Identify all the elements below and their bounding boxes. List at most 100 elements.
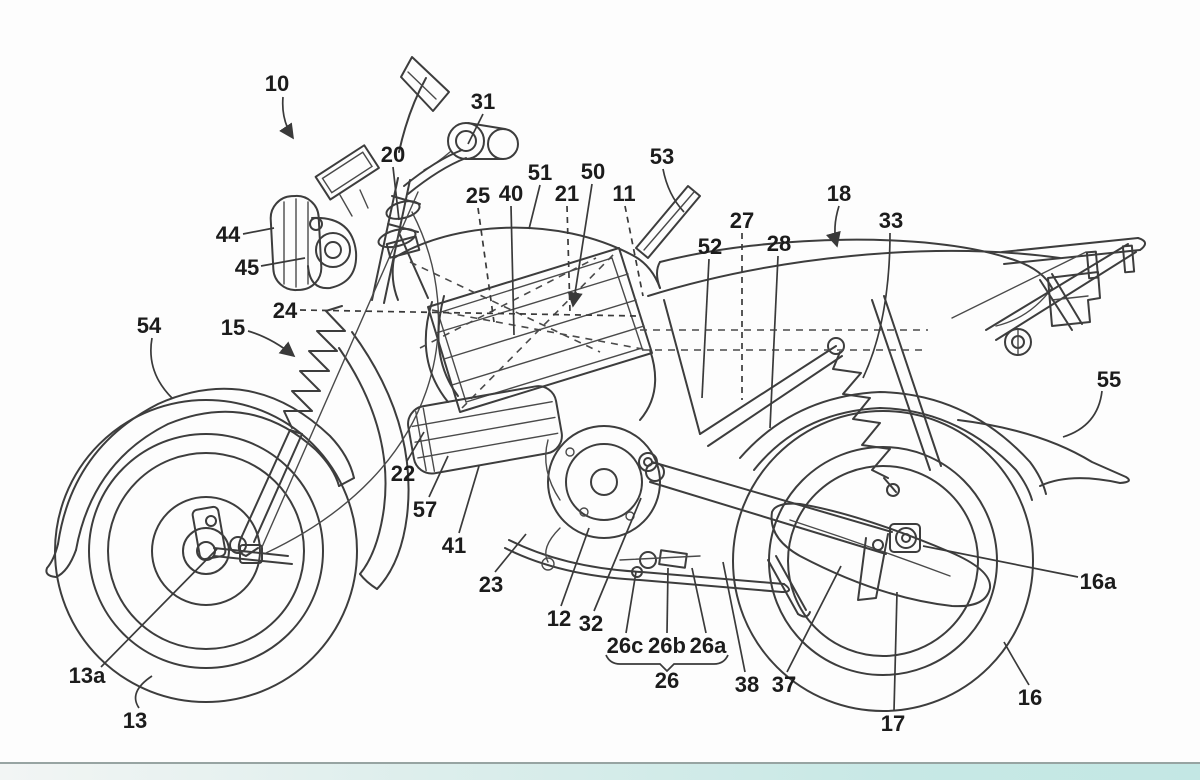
ref-label-26a: 26a [690, 633, 727, 658]
linkage-parts [619, 549, 701, 578]
front-fork [229, 177, 440, 557]
leader-line-32 [593, 497, 642, 612]
leader-line-44 [242, 227, 275, 235]
leader-line-52 [701, 258, 710, 399]
ref-label-16: 16 [1018, 685, 1042, 710]
leader-line-50 [567, 183, 593, 308]
front-wheel [54, 399, 358, 703]
ref-label-53: 53 [650, 144, 674, 169]
leader-line-16a [922, 545, 1079, 578]
leader-line-31 [467, 113, 484, 145]
leader-line-45 [260, 257, 306, 267]
leader-line-10 [279, 96, 294, 140]
instrument-cluster [314, 144, 380, 217]
leader-line-57 [428, 455, 449, 498]
leader-line-13a [100, 548, 218, 668]
ref-label-17: 17 [881, 711, 905, 736]
ref-label-10: 10 [265, 71, 289, 96]
brake-cable [265, 211, 440, 554]
ref-label-22: 22 [391, 461, 415, 486]
headlight-bracket [307, 216, 358, 290]
leader-line-25 [477, 207, 495, 323]
ref-label-11: 11 [612, 181, 635, 206]
ref-label-25: 25 [466, 183, 490, 208]
battery-box [424, 247, 657, 421]
leader-line-24 [299, 309, 639, 317]
leader-line-40 [510, 205, 515, 336]
leader-line-26c [625, 571, 637, 634]
leader-line-22 [406, 431, 425, 462]
rear-shock [827, 337, 900, 497]
ref-label-37: 37 [772, 672, 796, 697]
ref-label-33: 33 [879, 208, 903, 233]
subframe [399, 234, 942, 471]
ref-label-40: 40 [499, 181, 523, 206]
leader-line-51 [528, 184, 541, 230]
leader-line-15 [247, 330, 296, 358]
leader-line-21 [566, 205, 571, 313]
ref-label-18: 18 [827, 181, 851, 206]
leader-line-28 [769, 255, 779, 429]
ref-label-32: 32 [579, 611, 603, 636]
rear-fender [739, 391, 1130, 501]
front-lower-cowl [338, 331, 410, 590]
ref-label-20: 20 [381, 142, 405, 167]
ref-label-45: 45 [235, 255, 259, 280]
rear-mudflap [957, 419, 1130, 487]
leader-line-18 [825, 205, 841, 248]
bottom-bar [0, 762, 1200, 780]
taillight [1047, 271, 1101, 327]
tank-and-seat [391, 226, 1061, 327]
leader-line-55 [1062, 390, 1103, 438]
ref-label-52: 52 [698, 234, 722, 259]
ref-label-44: 44 [216, 222, 241, 247]
ref-label-41: 41 [442, 533, 466, 558]
leader-line-26b [666, 567, 669, 634]
chain-case [770, 502, 992, 608]
ref-label-57: 57 [413, 497, 437, 522]
front-fender [45, 387, 355, 578]
ref-label-26c: 26c [607, 633, 644, 658]
leader-lines-layer [100, 96, 1103, 712]
ref-label-13a: 13a [69, 663, 106, 688]
ref-label-26: 26 [655, 668, 679, 693]
front-brake-hub [191, 505, 293, 565]
ref-label-27: 27 [730, 208, 754, 233]
ref-label-21: 21 [555, 181, 579, 206]
brace-26 [605, 654, 729, 673]
engine-cover [545, 425, 661, 539]
fork-spring [283, 305, 346, 429]
leader-line-17 [893, 591, 898, 712]
ref-label-26b: 26b [648, 633, 686, 658]
leader-line-26a [691, 567, 707, 634]
shock-spring [832, 351, 891, 479]
ref-label-23: 23 [479, 572, 503, 597]
ref-label-24: 24 [273, 298, 298, 323]
ref-label-51: 51 [528, 160, 552, 185]
stand-bracket [857, 533, 889, 601]
leader-line-13 [134, 675, 153, 709]
headlight [269, 194, 358, 292]
leader-line-53 [662, 168, 685, 213]
grab-rail [951, 237, 1146, 356]
ref-label-28: 28 [767, 231, 791, 256]
motor-unit [407, 385, 563, 475]
leader-line-33 [862, 232, 891, 379]
ref-label-54: 54 [137, 313, 162, 338]
ref-label-38: 38 [735, 672, 759, 697]
leader-line-11 [624, 205, 644, 297]
front-seat-stay [635, 185, 701, 259]
leader-line-16 [1003, 641, 1030, 686]
leader-line-38 [722, 561, 746, 673]
mirror [398, 56, 450, 153]
ref-label-50: 50 [581, 159, 605, 184]
leader-line-41 [458, 465, 480, 534]
leader-line-20 [392, 166, 400, 221]
ref-label-55: 55 [1097, 367, 1121, 392]
leader-line-23 [494, 533, 527, 573]
leader-line-37 [786, 565, 842, 673]
leader-line-12 [560, 527, 590, 607]
